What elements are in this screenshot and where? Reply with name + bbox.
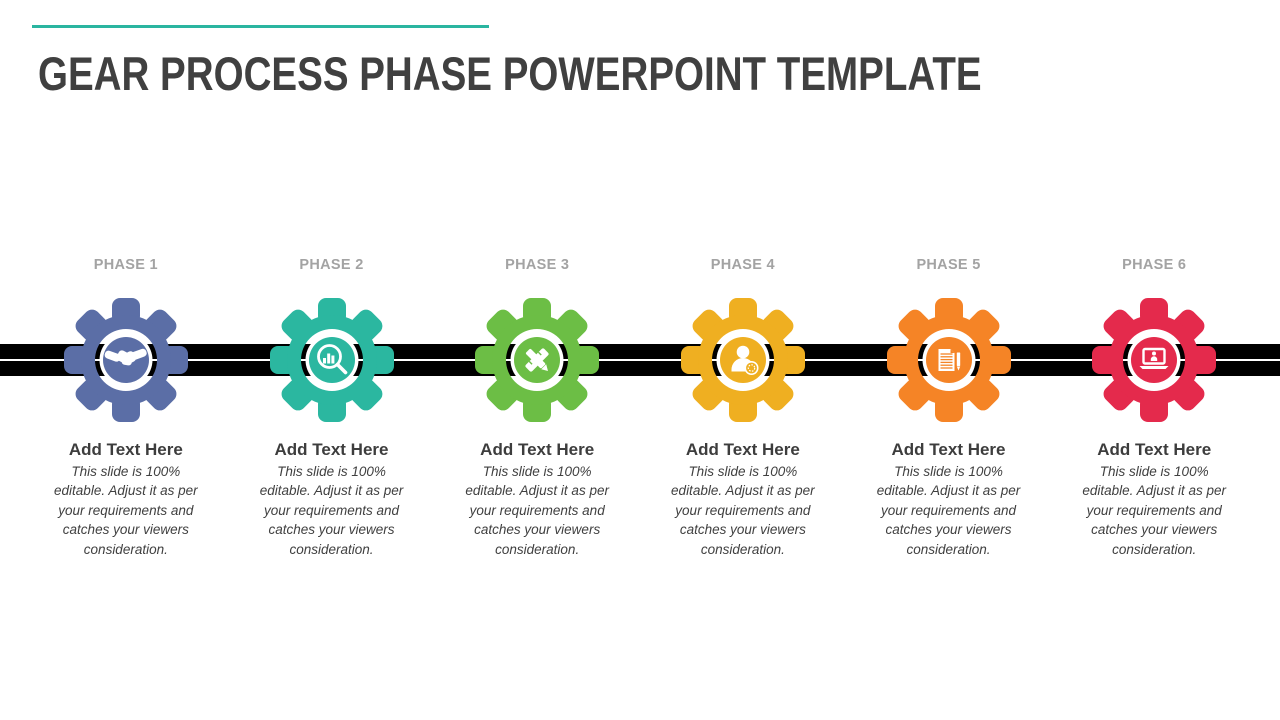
gear-icon	[63, 298, 188, 422]
placeholder-body: This slide is 100% editable. Adjust it a…	[54, 464, 198, 557]
placeholder-body: This slide is 100% editable. Adjust it a…	[876, 464, 1021, 557]
pencil-ruler-icon	[525, 348, 549, 372]
text-placeholder: Add Text Here This slide is 100% editabl…	[868, 440, 1030, 559]
phase-columns: PHASE 1	[23, 256, 1257, 559]
phase-label: PHASE 6	[1122, 257, 1187, 273]
text-placeholder: Add Text Here This slide is 100% editabl…	[662, 440, 824, 559]
phase-column-5: PHASE 5	[846, 256, 1052, 559]
phase-label: PHASE 4	[710, 257, 775, 273]
gear-shape	[63, 298, 188, 422]
phase-column-2: PHASE 2	[229, 256, 435, 559]
text-placeholder: Add Text Here This slide is 100% editabl…	[456, 440, 618, 559]
process-band	[0, 344, 1280, 376]
gear-shape	[680, 298, 805, 422]
text-placeholder: Add Text Here This slide is 100% editabl…	[1073, 440, 1235, 559]
gear-shape	[1092, 298, 1217, 422]
band-divider-line	[0, 359, 1280, 361]
phase-column-4: PHASE 4	[640, 256, 846, 559]
phase-label: PHASE 3	[505, 257, 570, 273]
phase-label: PHASE 5	[916, 257, 981, 273]
placeholder-heading: Add Text Here	[1097, 440, 1212, 459]
phase-label: PHASE 2	[299, 257, 364, 273]
gear-icon	[269, 298, 394, 422]
text-placeholder: Add Text Here This slide is 100% editabl…	[45, 440, 207, 559]
placeholder-body: This slide is 100% editable. Adjust it a…	[465, 464, 609, 557]
document-pencil-icon	[938, 349, 960, 371]
page-title: GEAR PROCESS PHASE POWERPOINT TEMPLATE	[38, 47, 982, 100]
phase-column-1: PHASE 1	[23, 256, 229, 559]
phase-column-3: PHASE 3	[434, 256, 640, 559]
accent-line	[32, 25, 489, 28]
phase-label: PHASE 1	[93, 257, 158, 273]
gear-shape	[475, 298, 600, 422]
gear-icon	[475, 298, 600, 422]
placeholder-body: This slide is 100% editable. Adjust it a…	[1082, 464, 1226, 557]
user-icon	[731, 345, 759, 375]
text-placeholder: Add Text Here This slide is 100% editabl…	[251, 440, 413, 559]
placeholder-heading: Add Text Here	[274, 440, 389, 459]
placeholder-body: This slide is 100% editable. Adjust it a…	[259, 464, 404, 557]
placeholder-body: This slide is 100% editable. Adjust it a…	[671, 464, 815, 557]
phase-column-6: PHASE 6	[1051, 256, 1257, 559]
gear-icon	[680, 298, 805, 422]
gear-icon	[886, 298, 1011, 422]
placeholder-heading: Add Text Here	[685, 440, 800, 459]
gear-shape	[269, 298, 394, 422]
placeholder-heading: Add Text Here	[480, 440, 595, 459]
placeholder-heading: Add Text Here	[891, 440, 1006, 459]
analysis-magnifier-icon	[316, 344, 347, 375]
gear-shape	[886, 298, 1011, 422]
laptop-icon	[1139, 347, 1169, 369]
placeholder-heading: Add Text Here	[68, 440, 183, 459]
gear-icon	[1092, 298, 1217, 422]
handshake-icon	[104, 348, 147, 366]
